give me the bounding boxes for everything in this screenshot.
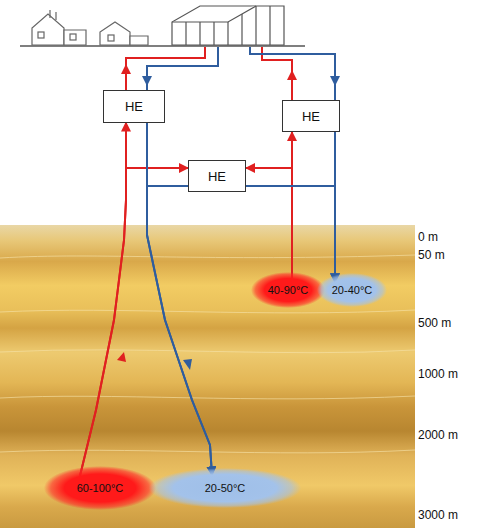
houses (32, 10, 148, 45)
hot-flow-pipe (246, 168, 292, 278)
depth-label: 2000 m (418, 428, 458, 442)
cold-reservoir: 20-40°C (317, 273, 387, 307)
hot-flow-pipe (80, 168, 188, 476)
hot-reservoir: 40-90°C (251, 272, 325, 308)
strata-lines (0, 255, 415, 453)
box-label: HE (125, 99, 143, 114)
temperature-label: 20-50°C (205, 482, 245, 494)
greenhouse (172, 6, 284, 45)
depth-label: 500 m (418, 316, 451, 330)
temperature-label: 40-90°C (268, 284, 308, 296)
heat-exchanger-box: HE (188, 160, 246, 192)
temperature-label: 20-40°C (332, 284, 372, 296)
heat-exchanger-box: HE (282, 100, 340, 132)
depth-label: 0 m (418, 230, 438, 244)
hot-flow-pipe (80, 123, 126, 476)
hot-reservoir: 60-100°C (44, 466, 156, 510)
box-label: HE (302, 109, 320, 124)
box-label: HE (208, 169, 226, 184)
depth-label: 1000 m (418, 367, 458, 381)
ground (0, 225, 415, 528)
depth-label: 50 m (418, 248, 445, 262)
cold-flow-pipe (246, 186, 335, 282)
cold-reservoir: 20-50°C (149, 468, 301, 508)
temperature-label: 60-100°C (77, 482, 124, 494)
heat-exchanger-box: HE (103, 90, 165, 123)
cold-flow-pipe (147, 186, 212, 475)
depth-label: 3000 m (418, 508, 458, 522)
